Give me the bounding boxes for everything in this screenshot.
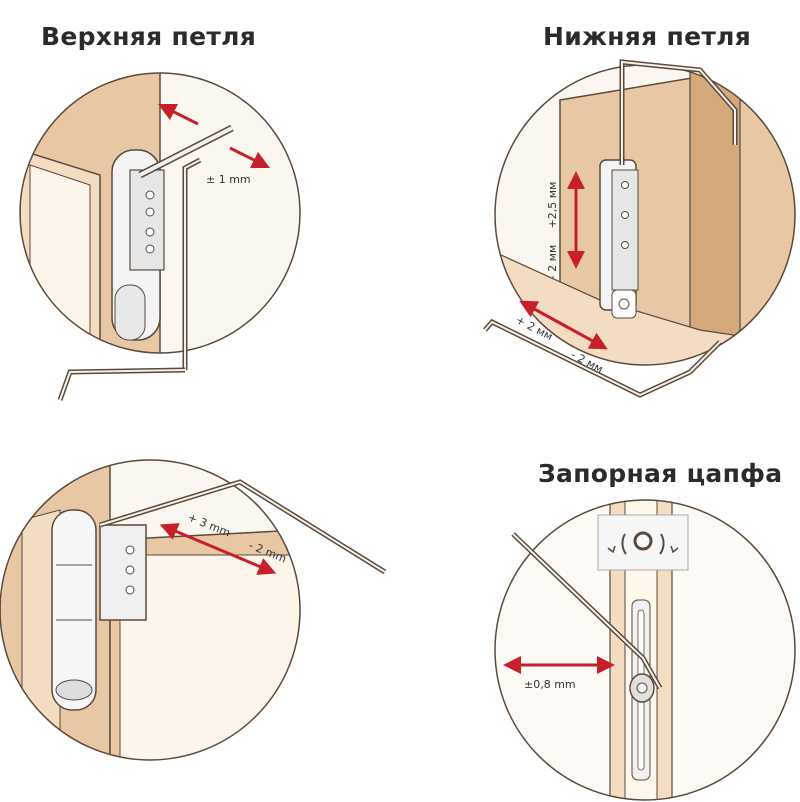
- lower-hinge-panel: +2,5 мм - 2 мм + 2 мм - 2 мм: [483, 59, 796, 398]
- lower-hinge-title: Нижняя петля: [543, 22, 752, 51]
- locking-pin-panel: ±0,8 mm: [494, 499, 796, 801]
- upper-hinge-title: Верхняя петля: [41, 22, 257, 51]
- pin-tolerance-label: ±0,8 mm: [524, 678, 576, 691]
- middle-arrow: [159, 523, 277, 575]
- locking-pin-title: Запорная цапфа: [538, 459, 783, 488]
- lower-up-label: +2,5 мм: [546, 182, 559, 229]
- arrow-left: [157, 103, 199, 126]
- middle-hinge-panel: + 3 mm - 2 mm: [0, 459, 387, 761]
- diagonal-arrow: [519, 300, 608, 350]
- upper-hinge-panel: ± 1 mm: [19, 72, 301, 401]
- lower-down-label: - 2 мм: [546, 245, 559, 280]
- upper-tolerance-label: ± 1 mm: [206, 173, 251, 186]
- arrow-right: [229, 146, 271, 169]
